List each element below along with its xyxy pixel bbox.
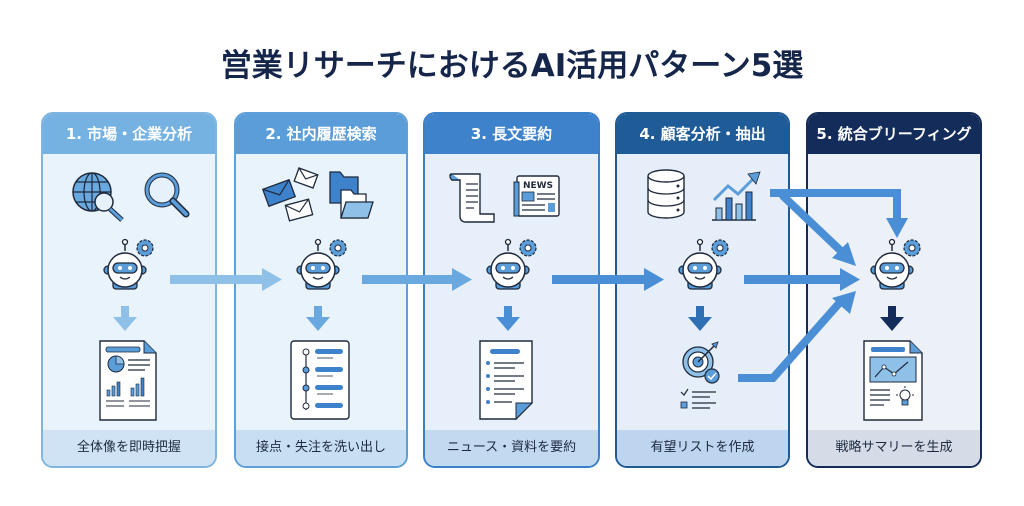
flow-arrow — [744, 268, 860, 291]
down-arrow — [306, 306, 330, 331]
card-header: 1. 市場・企業分析 — [43, 114, 215, 154]
growth-chart-icon — [712, 171, 761, 221]
bullet-summary-document-icon — [479, 340, 534, 421]
card-caption: 接点・失注を洗い出し — [236, 430, 406, 466]
ai-robot-icon — [870, 238, 921, 290]
scroll-document-icon — [449, 173, 495, 223]
card-history-search: 2. 社内履歴検索 接点・失注を洗い出し — [234, 112, 408, 468]
envelopes-icon — [261, 167, 319, 222]
card-caption: ニュース・資料を要約 — [425, 430, 598, 466]
newspaper-label: NEWS — [523, 181, 553, 191]
flow-arrow — [738, 291, 856, 382]
ai-robot-icon — [103, 238, 154, 290]
card-caption: 戦略サマリーを生成 — [808, 430, 980, 466]
target-checklist-icon — [680, 341, 720, 409]
flow-arrow — [362, 268, 472, 291]
card-header: 2. 社内履歴検索 — [236, 114, 406, 154]
down-arrow — [880, 306, 904, 331]
card-header: 5. 統合ブリーフィング — [808, 114, 980, 154]
card-caption: 全体像を即時把握 — [43, 430, 215, 466]
magnifier-icon — [144, 172, 190, 218]
flow-arrow — [770, 189, 908, 238]
timeline-list-document-icon — [290, 340, 350, 420]
strategy-report-icon — [863, 340, 923, 421]
page-title: 営業リサーチにおけるAI活用パターン5選 — [220, 48, 804, 84]
database-icon — [647, 169, 685, 219]
flow-arrow — [552, 268, 664, 291]
card-caption: 有望リストを作成 — [617, 430, 788, 466]
flow-arrow — [170, 268, 282, 291]
down-arrow — [113, 306, 137, 331]
ai-robot-icon — [486, 238, 537, 290]
card-header: 3. 長文要約 — [425, 114, 598, 154]
ai-robot-icon — [296, 238, 347, 290]
card-market-analysis: 1. 市場・企業分析 全体像を即時把握 — [41, 112, 217, 468]
ai-robot-icon — [678, 238, 729, 290]
down-arrow — [688, 306, 712, 331]
flow-arrow — [779, 192, 856, 266]
newspaper-icon: NEWS — [513, 175, 560, 217]
folders-icon — [329, 171, 374, 219]
down-arrow — [496, 306, 520, 331]
globe-search-icon — [72, 172, 124, 222]
report-chart-document-icon — [99, 340, 157, 421]
card-header: 4. 顧客分析・抽出 — [617, 114, 788, 154]
